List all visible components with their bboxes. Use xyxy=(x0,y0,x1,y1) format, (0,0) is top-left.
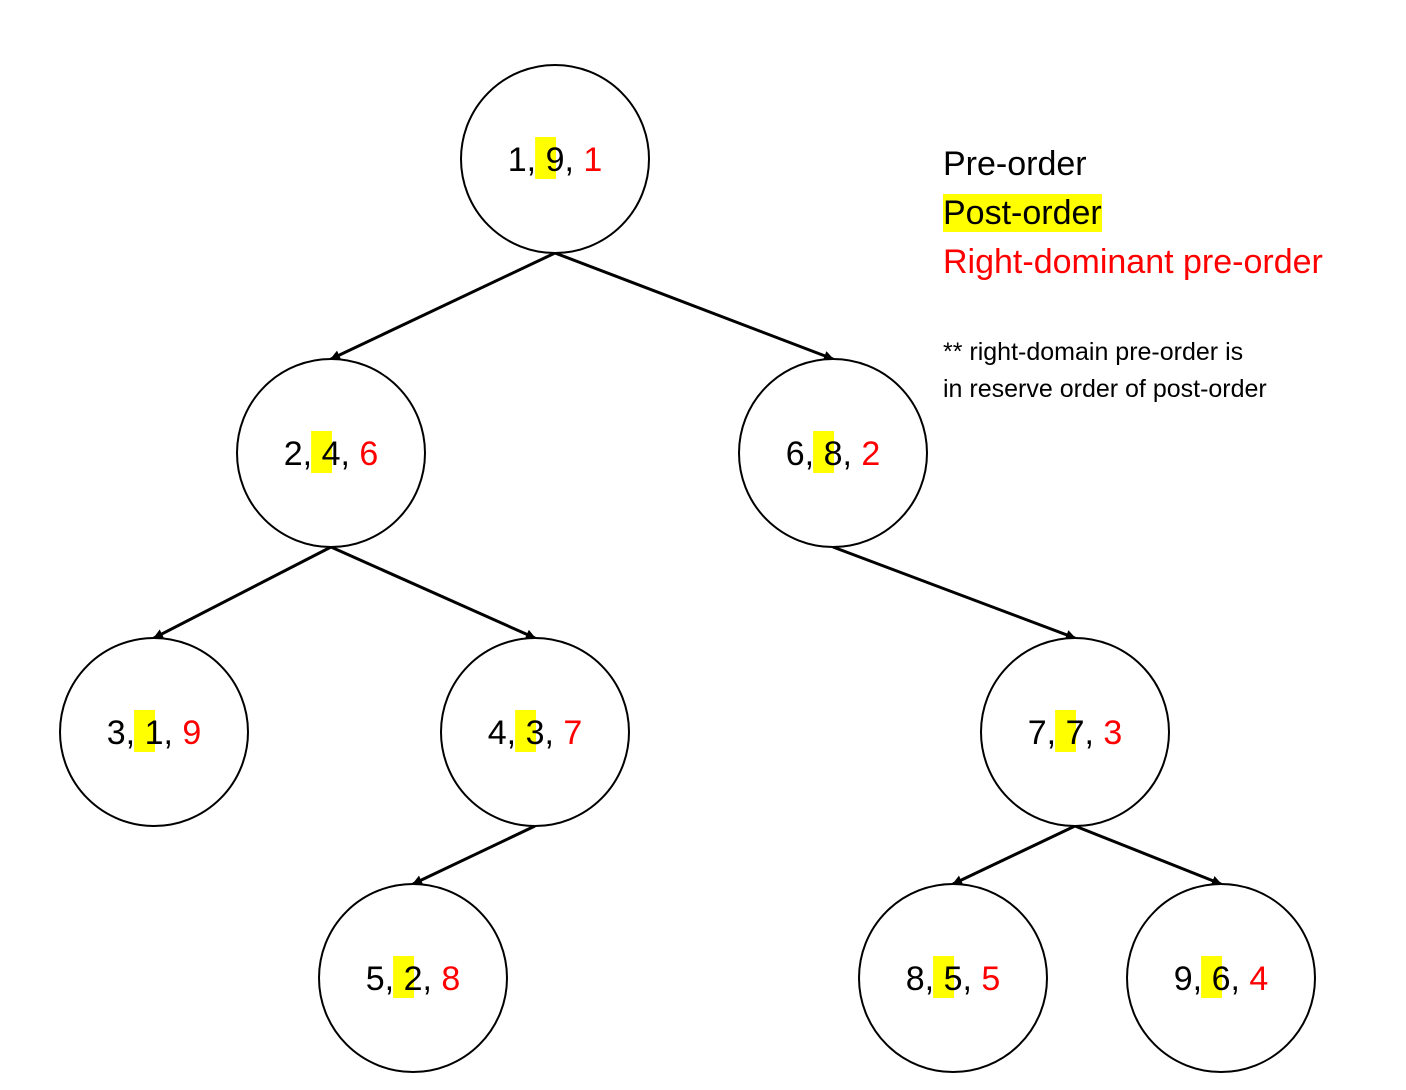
pre-order-value: 5 xyxy=(366,960,385,998)
post-order-value: 8 xyxy=(824,435,843,473)
legend: Pre-order Post-order Right-dominant pre-… xyxy=(943,140,1323,287)
node-label: 9, 6, 4 xyxy=(1174,960,1269,998)
separator: , xyxy=(544,714,563,752)
tree-node-6: 6, 8, 2 xyxy=(738,358,928,548)
node-label: 6, 8, 2 xyxy=(786,435,881,473)
separator: , xyxy=(507,714,526,752)
post-order-highlight xyxy=(1055,710,1077,752)
edge-n4-n5 xyxy=(412,824,536,886)
separator: , xyxy=(422,960,441,998)
node-label: 1, 9, 1 xyxy=(508,141,603,179)
tree-node-8: 8, 5, 5 xyxy=(858,883,1048,1073)
post-order-value: 1 xyxy=(145,714,164,752)
post-order-highlight xyxy=(813,431,835,473)
tree-node-5: 5, 2, 8 xyxy=(318,883,508,1073)
note: ** right-domain pre-order is in reserve … xyxy=(943,334,1267,408)
separator: , xyxy=(925,960,944,998)
edge-n6-n7 xyxy=(832,545,1076,640)
legend-right-dominant-pre-order: Right-dominant pre-order xyxy=(943,243,1323,281)
edge-n1-n6 xyxy=(554,251,834,361)
right-dominant-value: 9 xyxy=(182,714,201,752)
legend-post-order: Post-order xyxy=(943,189,1323,238)
pre-order-value: 1 xyxy=(508,141,527,179)
separator: , xyxy=(126,714,145,752)
edge-n2-n4 xyxy=(330,545,536,640)
node-label: 5, 2, 8 xyxy=(366,960,461,998)
post-order-highlight xyxy=(134,710,156,752)
tree-node-7: 7, 7, 3 xyxy=(980,637,1170,827)
right-dominant-value: 2 xyxy=(861,435,880,473)
edge-n7-n9 xyxy=(1074,824,1222,886)
right-dominant-value: 6 xyxy=(359,435,378,473)
pre-order-value: 8 xyxy=(906,960,925,998)
pre-order-value: 7 xyxy=(1028,714,1047,752)
node-label: 8, 5, 5 xyxy=(906,960,1001,998)
separator: , xyxy=(340,435,359,473)
separator: , xyxy=(1230,960,1249,998)
tree-node-1: 1, 9, 1 xyxy=(460,64,650,254)
post-order-value: 9 xyxy=(546,141,565,179)
pre-order-value: 9 xyxy=(1174,960,1193,998)
post-order-value: 4 xyxy=(322,435,341,473)
node-label: 2, 4, 6 xyxy=(284,435,379,473)
pre-order-value: 3 xyxy=(107,714,126,752)
pre-order-value: 6 xyxy=(786,435,805,473)
separator: , xyxy=(385,960,404,998)
tree-node-4: 4, 3, 7 xyxy=(440,637,630,827)
separator: , xyxy=(962,960,981,998)
post-order-value: 7 xyxy=(1066,714,1085,752)
separator: , xyxy=(527,141,546,179)
legend-post-order-label: Post-order xyxy=(943,194,1102,232)
edge-n7-n8 xyxy=(952,824,1076,886)
right-dominant-value: 1 xyxy=(583,141,602,179)
post-order-value: 5 xyxy=(944,960,963,998)
edge-n1-n2 xyxy=(330,251,556,361)
right-dominant-value: 8 xyxy=(441,960,460,998)
right-dominant-value: 3 xyxy=(1103,714,1122,752)
edge-n2-n3 xyxy=(153,545,332,640)
right-dominant-value: 7 xyxy=(563,714,582,752)
right-dominant-value: 4 xyxy=(1249,960,1268,998)
right-dominant-value: 5 xyxy=(981,960,1000,998)
note-line-1: ** right-domain pre-order is xyxy=(943,338,1244,366)
separator: , xyxy=(163,714,182,752)
separator: , xyxy=(805,435,824,473)
node-label: 7, 7, 3 xyxy=(1028,714,1123,752)
separator: , xyxy=(1047,714,1066,752)
post-order-value: 6 xyxy=(1212,960,1231,998)
separator: , xyxy=(1084,714,1103,752)
post-order-highlight xyxy=(535,137,557,179)
node-label: 3, 1, 9 xyxy=(107,714,202,752)
post-order-highlight xyxy=(515,710,537,752)
note-line-2: in reserve order of post-order xyxy=(943,375,1267,403)
separator: , xyxy=(842,435,861,473)
tree-node-2: 2, 4, 6 xyxy=(236,358,426,548)
post-order-highlight xyxy=(933,956,955,998)
pre-order-value: 2 xyxy=(284,435,303,473)
post-order-highlight xyxy=(393,956,415,998)
pre-order-value: 4 xyxy=(488,714,507,752)
separator: , xyxy=(303,435,322,473)
edges xyxy=(153,251,1222,886)
post-order-value: 2 xyxy=(404,960,423,998)
tree-node-9: 9, 6, 4 xyxy=(1126,883,1316,1073)
post-order-highlight xyxy=(1201,956,1223,998)
node-label: 4, 3, 7 xyxy=(488,714,583,752)
post-order-value: 3 xyxy=(526,714,545,752)
legend-pre-order: Pre-order xyxy=(943,145,1087,183)
post-order-highlight xyxy=(311,431,333,473)
separator: , xyxy=(1193,960,1212,998)
tree-node-3: 3, 1, 9 xyxy=(59,637,249,827)
separator: , xyxy=(564,141,583,179)
